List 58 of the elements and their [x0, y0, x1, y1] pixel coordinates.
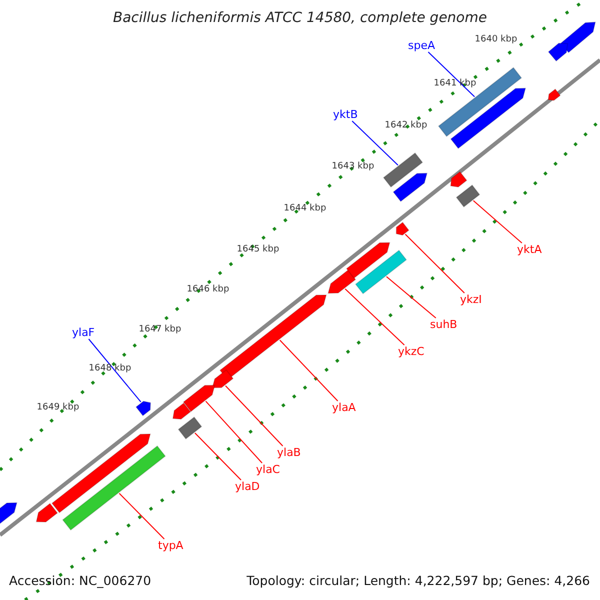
leader-line: [279, 340, 338, 402]
leader-line: [352, 120, 398, 166]
gene-label: ykzC: [398, 346, 424, 357]
gene-block: [392, 172, 428, 202]
accession-text: Accession: NC_006270: [9, 575, 152, 588]
leader-line: [428, 52, 476, 98]
title: Bacillus licheniformis ATCC 14580, complete genome: [112, 11, 488, 25]
gene-block: [560, 22, 596, 54]
genome-info-text: Topology: circular; Length: 4,222,597 bp; Genes: 4,266: [246, 575, 590, 588]
gene-block: [346, 242, 390, 279]
leader-line: [472, 200, 522, 244]
leader-line: [344, 288, 405, 346]
gene-block: [548, 42, 568, 62]
scale-label: 1640 kbp: [474, 36, 518, 44]
scale-label: 1649 kbp: [36, 404, 80, 412]
gene-block: [382, 152, 424, 188]
gene-block: [182, 384, 216, 412]
leader-line: [404, 234, 465, 294]
leader-line: [88, 338, 142, 402]
gene-block: [354, 250, 408, 294]
gene-block: [51, 434, 151, 514]
gene-block: [62, 445, 166, 531]
scale-label: 1646 kbp: [186, 286, 230, 294]
scale-label: 1641 kbp: [434, 80, 476, 88]
scale-label: 1648 kbp: [88, 364, 132, 374]
gene-block: [450, 88, 526, 150]
scale-label: 1647 kbp: [138, 326, 182, 334]
gene-block: [36, 502, 58, 522]
gene-block: [328, 269, 356, 294]
leader-line: [386, 276, 436, 318]
gene-label: ylaA: [332, 402, 356, 413]
gene-block: [0, 502, 18, 527]
gene-block: [396, 222, 410, 236]
gene-label: yktA: [517, 244, 542, 255]
leader-line: [118, 492, 165, 540]
gene-label: typA: [158, 540, 184, 551]
gene-label: ylaC: [256, 464, 280, 475]
gene-label: ylaF: [72, 327, 95, 338]
leader-line: [225, 385, 284, 446]
scale-label: 1643 kbp: [332, 162, 374, 172]
gene-label: speA: [408, 40, 436, 51]
scale-label: 1645 kbp: [236, 246, 280, 254]
gene-block: [456, 184, 480, 208]
gene-block: [172, 402, 192, 420]
gene-label: suhB: [430, 319, 458, 330]
gene-block: [135, 400, 152, 416]
gene-label: ylaD: [235, 481, 260, 492]
leader-line: [194, 432, 242, 480]
gene-label: ykzI: [460, 294, 482, 305]
gene-block: [548, 88, 561, 101]
scale-label: 1644 kbp: [284, 204, 326, 214]
scale-label: 1642 kbp: [384, 122, 428, 130]
gene-block: [178, 416, 202, 440]
gene-block: [212, 369, 234, 388]
gene-label: ylaB: [277, 447, 301, 458]
gene-block: [450, 171, 468, 188]
leader-line: [205, 400, 263, 464]
gene-label: yktB: [333, 109, 358, 120]
